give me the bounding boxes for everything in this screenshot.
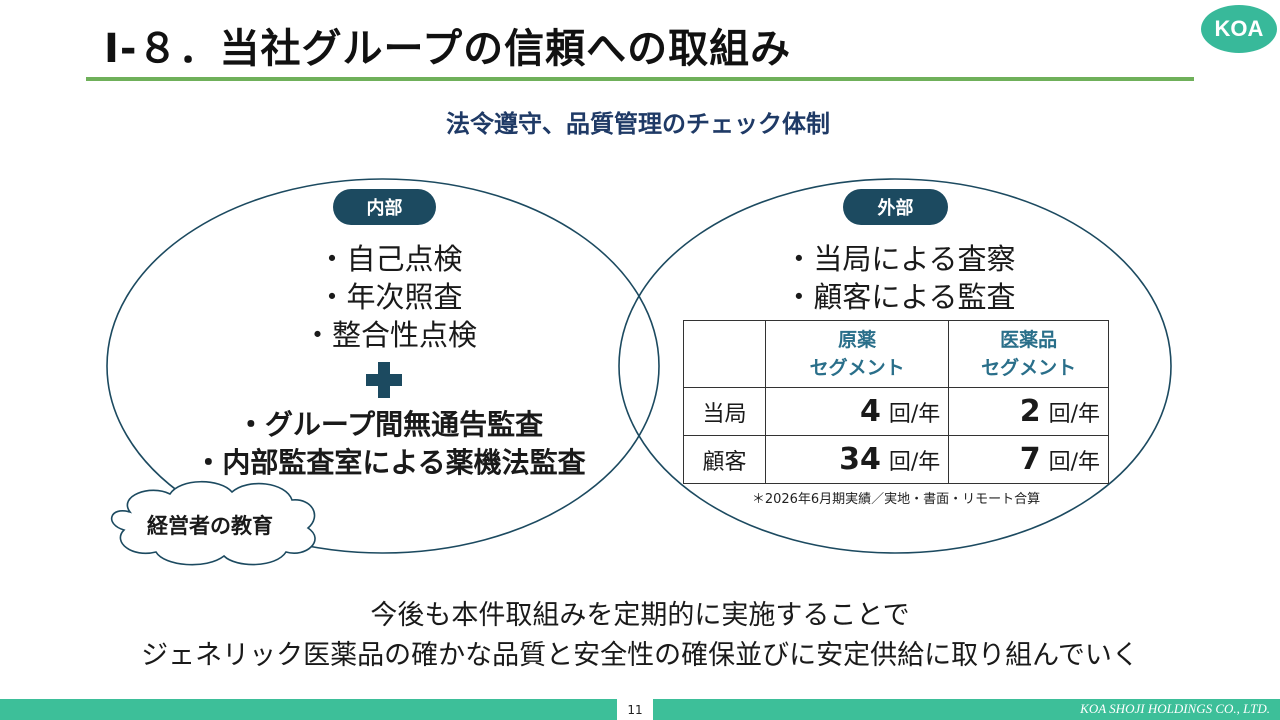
table-cell: 4 回/年: [764, 387, 950, 436]
footer-bar: 11 KOA SHOJI HOLDINGS CO., LTD.: [0, 699, 1280, 720]
table-row: 当局 4 回/年 2 回/年: [683, 387, 1109, 436]
external-circle: [618, 178, 1172, 554]
row-label-authority: 当局: [683, 387, 766, 436]
external-item: ・当局による査察: [784, 242, 1016, 276]
table-header-drug-segment: 医薬品 セグメント: [948, 320, 1109, 388]
cloud-shape: [111, 481, 316, 566]
count-value: 34: [839, 442, 881, 477]
internal-item: ・年次照査: [317, 280, 463, 314]
external-item: ・顧客による監査: [784, 280, 1016, 314]
row-label-customer: 顧客: [683, 435, 766, 484]
title-underline: [86, 77, 1194, 81]
audit-frequency-table: 原薬 セグメント 医薬品 セグメント 当局 4 回/年 2 回/年 顧客 34 回/年…: [683, 320, 1109, 484]
unit-label: 回/年: [1048, 450, 1100, 475]
company-name: KOA SHOJI HOLDINGS CO., LTD.: [1080, 701, 1270, 716]
unit-label: 回/年: [1048, 402, 1100, 427]
internal-audit-list: ・グループ間無通告監査 ・内部監査室による薬機法監査: [170, 406, 610, 482]
internal-circle: [106, 178, 660, 554]
external-badge: 外部: [843, 189, 948, 225]
internal-audit-item: ・グループ間無通告監査: [236, 408, 544, 441]
internal-item: ・整合性点検: [302, 318, 477, 352]
table-corner-cell: [683, 320, 766, 388]
page-title: Ⅰ-８．当社グループの信頼への取組み: [104, 26, 792, 72]
table-cell: 34 回/年: [764, 435, 950, 484]
table-row: 顧客 34 回/年 7 回/年: [683, 435, 1109, 484]
company-logo: KOA: [1201, 5, 1277, 53]
internal-badge: 内部: [333, 189, 436, 225]
table-cell: 7 回/年: [948, 435, 1109, 484]
cloud-label: 経営者の教育: [147, 514, 273, 538]
plus-icon: [366, 362, 402, 398]
internal-check-list: ・自己点検 ・年次照査 ・整合性点検: [250, 240, 530, 354]
page-number: 11: [617, 699, 653, 720]
count-value: 4: [859, 394, 881, 429]
section-subtitle: 法令遵守、品質管理のチェック体制: [446, 110, 830, 138]
count-value: 7: [1019, 442, 1041, 477]
internal-item: ・自己点検: [317, 242, 463, 276]
closing-statement: 今後も本件取組みを定期的に実施することで ジェネリック医薬品の確かな品質と安全性…: [0, 596, 1280, 676]
internal-audit-item: ・内部監査室による薬機法監査: [194, 446, 586, 479]
unit-label: 回/年: [888, 450, 941, 475]
external-check-list: ・当局による査察 ・顧客による監査: [760, 240, 1040, 316]
unit-label: 回/年: [888, 402, 941, 427]
closing-line: 今後も本件取組みを定期的に実施することで: [370, 600, 910, 631]
table-footnote: ＊2026年6月期実績／実地・書面・リモート合算: [751, 492, 1041, 507]
closing-line: ジェネリック医薬品の確かな品質と安全性の確保並びに安定供給に取り組んでいく: [141, 640, 1139, 671]
count-value: 2: [1019, 394, 1041, 429]
table-cell: 2 回/年: [948, 387, 1109, 436]
table-header-api-segment: 原薬 セグメント: [764, 320, 950, 388]
